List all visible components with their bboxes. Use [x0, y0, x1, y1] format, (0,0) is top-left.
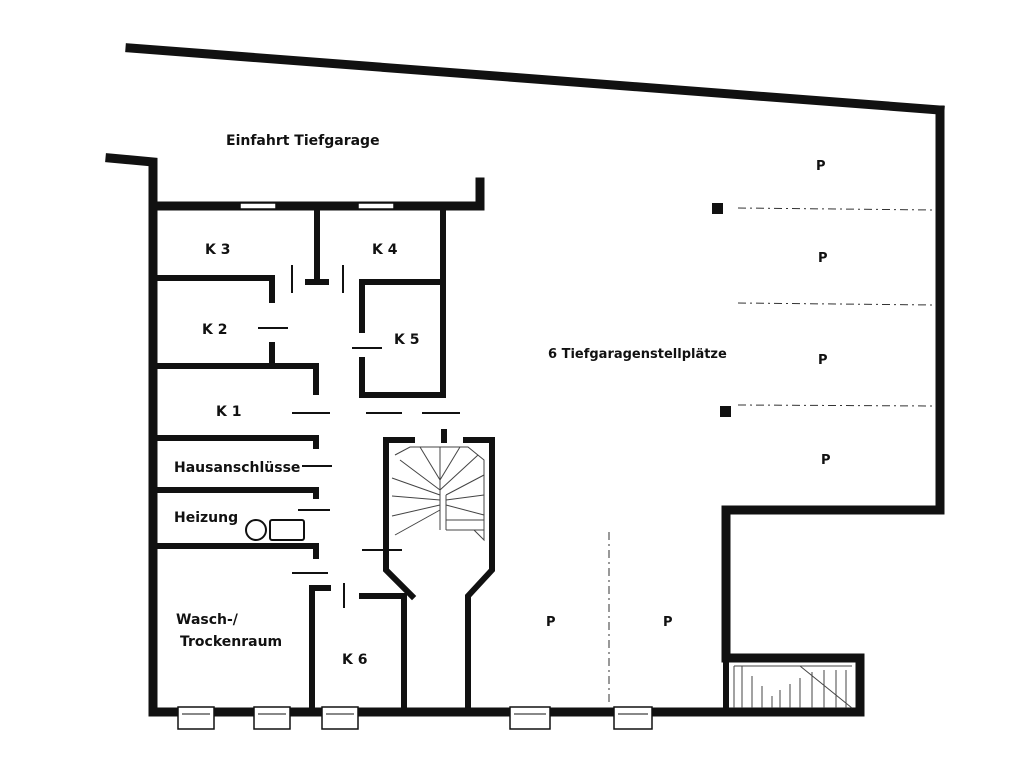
staircase-corner [733, 665, 853, 709]
parking-space-label: P [663, 615, 673, 630]
staircase-spiral [391, 446, 485, 542]
parking-space-label: P [821, 453, 831, 468]
pillars [712, 203, 731, 417]
driveway-label: Einfahrt Tiefgarage [226, 133, 380, 149]
room-k5-label: K 5 [394, 332, 419, 348]
room-k6-label: K 6 [342, 652, 367, 668]
interior-walls [150, 203, 729, 715]
parking-space-label: P [816, 159, 826, 174]
parking-space-label: P [818, 251, 828, 266]
room-wasch-label-line2: Trockenraum [180, 634, 282, 650]
room-k2-label: K 2 [202, 322, 227, 338]
parking-space-label: P [818, 353, 828, 368]
room-wasch-label-line1: Wasch-/ [176, 612, 239, 628]
parking-space-label: P [546, 615, 556, 630]
room-k4-label: K 4 [372, 242, 398, 258]
room-k3-label: K 3 [205, 242, 230, 258]
heating-unit [245, 519, 305, 541]
room-k1-label: K 1 [216, 404, 241, 420]
parking-area-label: 6 Tiefgaragenstellplätze [548, 347, 727, 362]
room-heizung-label: Heizung [174, 510, 238, 526]
windows [177, 202, 653, 730]
parking-dividers [608, 207, 935, 706]
door-marks [258, 265, 460, 608]
room-hausanschluesse-label: Hausanschlüsse [174, 460, 300, 476]
